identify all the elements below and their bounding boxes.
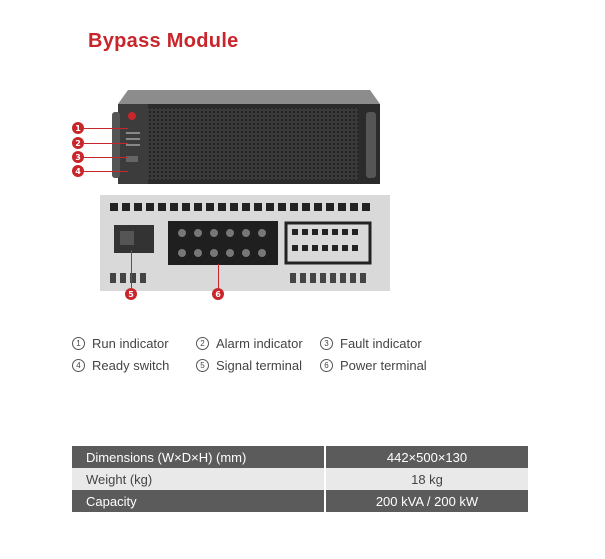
spec-key: Dimensions (W×D×H) (mm)	[72, 446, 326, 468]
legend-number: 4	[72, 358, 85, 372]
component-legend: 1 Run indicator 2 Alarm indicator 3 Faul…	[72, 332, 439, 376]
spec-value: 442×500×130	[325, 446, 528, 468]
callout-5: 5	[125, 288, 137, 300]
legend-label: Run indicator	[92, 335, 169, 351]
legend-row: 1 Run indicator 2 Alarm indicator 3 Faul…	[72, 332, 439, 354]
legend-number: 2	[196, 336, 209, 350]
callout-6-leader	[218, 264, 219, 288]
legend-label: Signal terminal	[216, 357, 302, 373]
callout-4: 4	[72, 165, 84, 177]
legend-label: Fault indicator	[340, 335, 422, 351]
spec-key: Capacity	[72, 490, 326, 512]
legend-item-power-terminal: 6 Power terminal	[320, 358, 427, 373]
callout-3: 3	[72, 151, 84, 163]
page-title: Bypass Module	[88, 30, 239, 52]
legend-item-signal-terminal: 5 Signal terminal	[196, 358, 308, 373]
spec-key: Weight (kg)	[72, 468, 326, 490]
legend-number: 3	[320, 336, 333, 350]
callout-1-leader	[84, 128, 128, 129]
legend-item-run-indicator: 1 Run indicator	[72, 336, 184, 351]
spec-value: 18 kg	[325, 468, 528, 490]
legend-item-fault-indicator: 3 Fault indicator	[320, 336, 422, 351]
table-row: Capacity 200 kVA / 200 kW	[72, 490, 528, 512]
spec-table: Dimensions (W×D×H) (mm) 442×500×130 Weig…	[72, 446, 528, 512]
table-row: Dimensions (W×D×H) (mm) 442×500×130	[72, 446, 528, 468]
callout-3-leader	[84, 157, 128, 158]
legend-row: 4 Ready switch 5 Signal terminal 6 Power…	[72, 354, 439, 376]
callout-2-leader	[84, 143, 128, 144]
spec-value: 200 kVA / 200 kW	[325, 490, 528, 512]
callout-5-leader	[131, 250, 132, 288]
legend-item-alarm-indicator: 2 Alarm indicator	[196, 336, 308, 351]
legend-number: 6	[320, 358, 333, 372]
table-row: Weight (kg) 18 kg	[72, 468, 528, 490]
legend-item-ready-switch: 4 Ready switch	[72, 358, 184, 373]
legend-number: 1	[72, 336, 85, 350]
legend-label: Ready switch	[92, 357, 170, 373]
legend-number: 5	[196, 358, 209, 372]
module-rear-image	[100, 195, 390, 291]
callout-4-leader	[84, 171, 128, 172]
legend-label: Alarm indicator	[216, 335, 303, 351]
callout-6: 6	[212, 288, 224, 300]
module-front-image	[112, 90, 380, 184]
legend-label: Power terminal	[340, 357, 427, 373]
callout-2: 2	[72, 137, 84, 149]
callout-1: 1	[72, 122, 84, 134]
